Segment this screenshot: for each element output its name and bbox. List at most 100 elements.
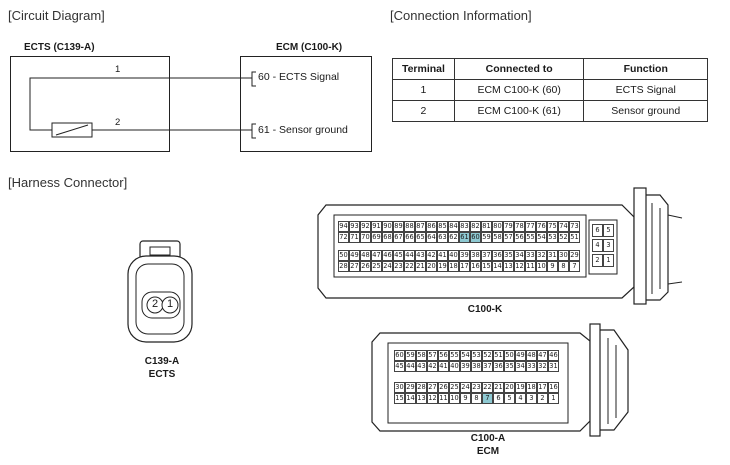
connector-pin: 39 xyxy=(459,250,470,261)
connector-pin: 56 xyxy=(438,350,449,361)
wire1-terminal-label: 1 xyxy=(115,64,121,75)
table-cell: ECM C100-K (60) xyxy=(453,79,585,101)
header-connected-to: Connected to xyxy=(453,58,585,80)
ects-pin-1 xyxy=(161,296,179,314)
wire2-terminal-label: 2 xyxy=(115,117,121,128)
connector-pin: 15 xyxy=(394,393,405,404)
connector-pin: 71 xyxy=(349,232,360,243)
connector-pin: 10 xyxy=(536,261,547,272)
ects-latch-slot xyxy=(149,246,171,256)
connector-pin: 85 xyxy=(437,221,448,232)
connector-pin: 19 xyxy=(437,261,448,272)
connector-pin: 7 xyxy=(482,393,493,404)
connector-pin: 45 xyxy=(393,250,404,261)
connector-pin: 5 xyxy=(504,393,515,404)
connector-pin: 41 xyxy=(437,250,448,261)
connector-pin: 78 xyxy=(514,221,525,232)
connector-pin: 88 xyxy=(404,221,415,232)
connector-pin: 30 xyxy=(394,382,405,393)
connector-pin: 5 xyxy=(603,224,614,237)
connector-pin: 25 xyxy=(449,382,460,393)
c100a-caption: C100-A xyxy=(470,433,506,444)
ects-component-label: ECTS (C139-A) xyxy=(24,42,95,53)
connector-pin: 46 xyxy=(548,350,559,361)
connector-pin: 86 xyxy=(426,221,437,232)
connector-pin: 48 xyxy=(526,350,537,361)
connector-pin: 58 xyxy=(416,350,427,361)
connector-pin: 18 xyxy=(526,382,537,393)
connector-pin: 59 xyxy=(405,350,416,361)
connector-pin: 54 xyxy=(536,232,547,243)
connector-pin: 2 xyxy=(537,393,548,404)
connector-pin: 81 xyxy=(481,221,492,232)
connector-pin: 17 xyxy=(537,382,548,393)
connector-pin: 32 xyxy=(537,361,548,372)
connector-pin: 63 xyxy=(437,232,448,243)
connector-pin: 34 xyxy=(514,250,525,261)
connector-pin: 42 xyxy=(426,250,437,261)
connector-pin: 60 xyxy=(394,350,405,361)
connector-pin: 20 xyxy=(426,261,437,272)
connector-pin: 27 xyxy=(349,261,360,272)
connector-pin: 13 xyxy=(416,393,427,404)
connector-pin: 37 xyxy=(481,250,492,261)
connector-pin: 30 xyxy=(558,250,569,261)
table-cell: Sensor ground xyxy=(583,100,708,122)
connector-pin: 8 xyxy=(471,393,482,404)
connector-pin: 26 xyxy=(438,382,449,393)
connector-pin: 58 xyxy=(492,232,503,243)
connector-pin: 44 xyxy=(404,250,415,261)
connector-pin: 55 xyxy=(449,350,460,361)
connector-pin: 72 xyxy=(338,232,349,243)
c100k-cable-bottom xyxy=(667,281,683,285)
connector-pin: 14 xyxy=(405,393,416,404)
pin-61-bracket xyxy=(251,123,256,139)
connector-pin: 10 xyxy=(449,393,460,404)
table-cell: ECM C100-K (61) xyxy=(453,100,585,122)
connector-pin: 17 xyxy=(459,261,470,272)
connector-pin: 83 xyxy=(459,221,470,232)
connector-pin: 36 xyxy=(493,361,504,372)
ecm-pin-60-label: 60 - ECTS Signal xyxy=(258,71,340,83)
connector-pin: 18 xyxy=(448,261,459,272)
connector-pin: 9 xyxy=(460,393,471,404)
table-row: 2 ECM C100-K (61) Sensor ground xyxy=(392,100,708,122)
connector-pin: 54 xyxy=(460,350,471,361)
connector-pin: 49 xyxy=(349,250,360,261)
connector-pin: 55 xyxy=(525,232,536,243)
pin-60-bracket xyxy=(251,71,256,87)
connector-pin: 45 xyxy=(394,361,405,372)
connector-pin: 79 xyxy=(503,221,514,232)
connector-pin: 89 xyxy=(393,221,404,232)
connector-pin: 52 xyxy=(558,232,569,243)
connector-pin: 4 xyxy=(592,239,603,252)
connector-pin: 44 xyxy=(405,361,416,372)
header-terminal: Terminal xyxy=(392,58,455,80)
c100a-subcaption: ECM xyxy=(476,446,500,457)
connector-pin: 39 xyxy=(460,361,471,372)
connector-pin: 21 xyxy=(493,382,504,393)
connector-pin: 40 xyxy=(449,361,460,372)
connector-pin: 68 xyxy=(382,232,393,243)
harness-connector-title: [Harness Connector] xyxy=(8,175,128,190)
connector-pin: 82 xyxy=(470,221,481,232)
thermistor-slash xyxy=(55,124,89,136)
connector-pin: 50 xyxy=(504,350,515,361)
table-row: 1 ECM C100-K (60) ECTS Signal xyxy=(392,79,708,101)
ects-connector-subcaption: ECTS xyxy=(148,369,176,380)
connector-pin: 11 xyxy=(438,393,449,404)
connector-pin: 48 xyxy=(360,250,371,261)
connector-pin: 22 xyxy=(482,382,493,393)
connector-pin: 3 xyxy=(526,393,537,404)
connector-pin: 29 xyxy=(569,250,580,261)
connector-pin: 47 xyxy=(371,250,382,261)
c100k-clamp xyxy=(646,194,669,301)
connector-pin: 16 xyxy=(548,382,559,393)
wire-1 xyxy=(29,77,252,131)
connector-pin: 25 xyxy=(371,261,382,272)
